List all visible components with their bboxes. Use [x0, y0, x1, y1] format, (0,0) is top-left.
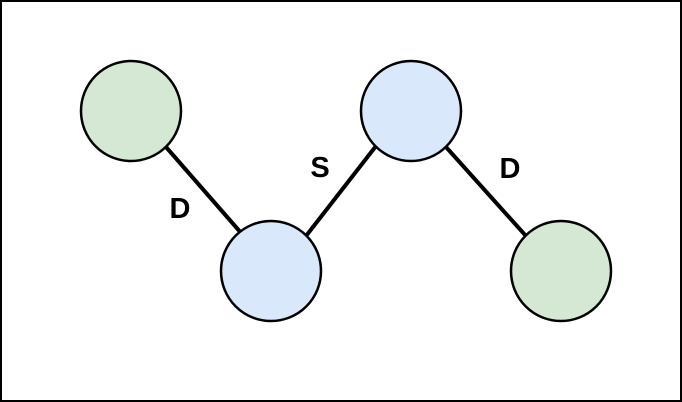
node-3 [359, 59, 463, 163]
node-2 [219, 219, 323, 323]
node-4 [509, 219, 613, 323]
edge-node3-node4 [444, 145, 528, 238]
edge-label-d-left: D [170, 193, 191, 225]
edge-node1-node2 [164, 145, 244, 236]
node-1 [79, 59, 183, 163]
edge-node2-node3 [304, 144, 378, 238]
edge-label-d-right: D [500, 153, 521, 185]
edge-label-s: S [310, 152, 329, 184]
